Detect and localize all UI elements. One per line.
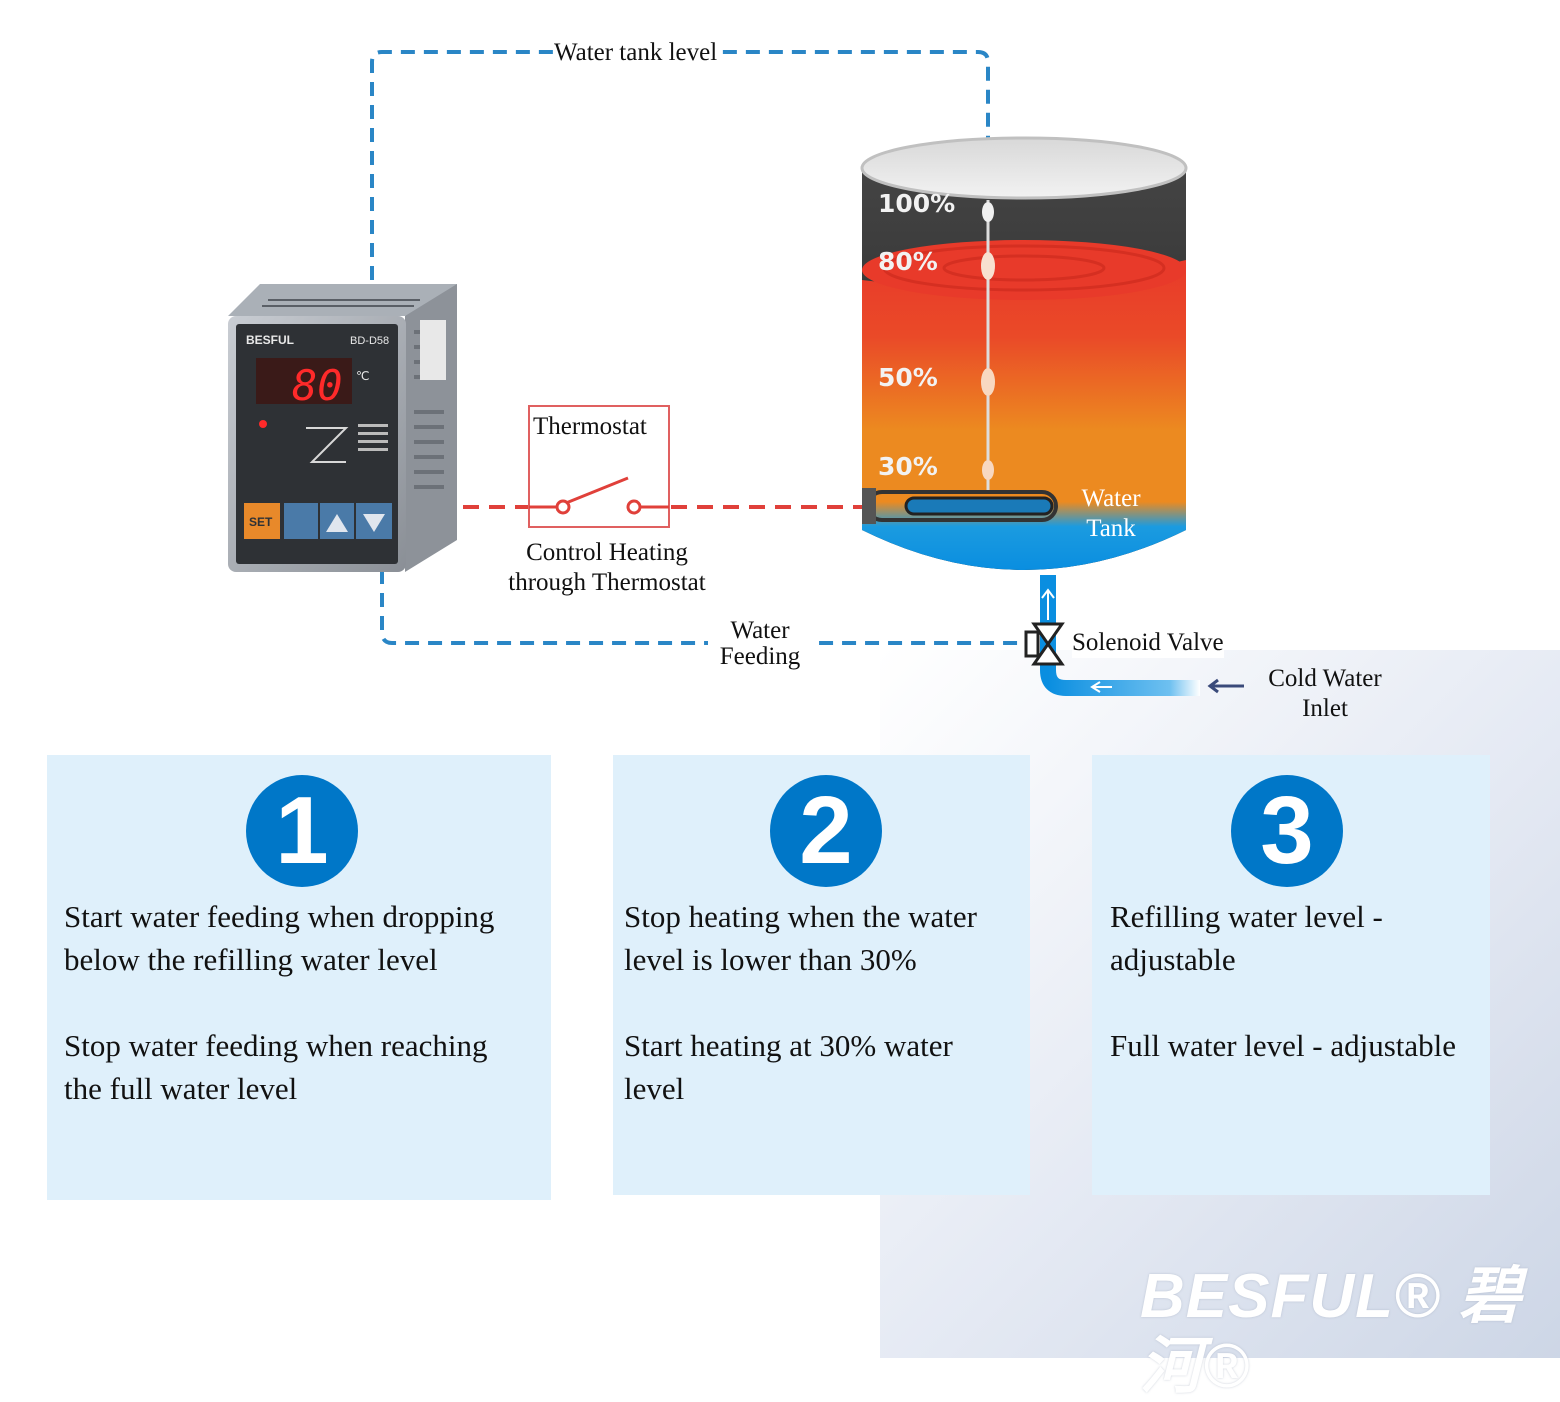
thermostat-contact-left [555,499,571,515]
step-number-3-icon: 3 [1231,775,1343,887]
step-card-1: 1 Start water feeding when dropping belo… [47,755,551,1200]
step-text-2: Stop heating when the water level is low… [624,899,977,1106]
level-mark-30: 30% [878,452,938,481]
controller-unit: ℃ [356,369,369,383]
controller-model: BD-D58 [350,335,389,347]
thermostat-contact-right [626,499,642,515]
system-diagram: BESFUL BD-D58 80 ℃ SET [228,50,1244,696]
controller-display: 80 [292,361,343,410]
brand-logo: BESFUL® 碧河® [1140,1262,1522,1401]
step-card-3: 3 Refilling water level - adjustable Ful… [1092,755,1490,1195]
step-number-2-icon: 2 [770,775,882,887]
controller-water-button [284,503,318,539]
controller-set-label: SET [249,515,273,529]
controller-set-button [244,503,280,539]
controller-brand: BESFUL [246,333,294,347]
thermostat-switch-arm [565,476,629,505]
water-tank: 100% 80% 50% 30% [860,136,1188,570]
inlet-arrow-icon [1207,678,1244,694]
inlet-pipe [1024,575,1244,696]
feeding-signal-line [380,570,1030,645]
label-water-tank-level: Water tank level [554,38,718,68]
level-mark-50: 50% [878,363,938,392]
step-text-3: Refilling water level - adjustable Full … [1110,899,1457,1063]
label-water-tank: Water Tank [1081,485,1141,542]
label-solenoid-valve: Solenoid Valve [1072,628,1224,658]
level-mark-100: 100% [878,189,955,218]
step-card-2: 2 Stop heating when the water level is l… [613,755,1030,1195]
label-control-heating: Control Heating through Thermostat [468,538,746,598]
controller-device: BESFUL BD-D58 80 ℃ SET [228,284,457,572]
step-number-1-icon: 1 [246,775,358,887]
label-cold-water-inlet: Cold Water Inlet [1268,665,1382,722]
level-mark-80: 80% [878,247,938,276]
label-water-feeding: Water Feeding [708,618,812,670]
step-text-1: Start water feeding when dropping below … [64,899,495,1106]
label-thermostat: Thermostat [533,413,647,440]
solenoid-valve-icon [1024,622,1065,666]
